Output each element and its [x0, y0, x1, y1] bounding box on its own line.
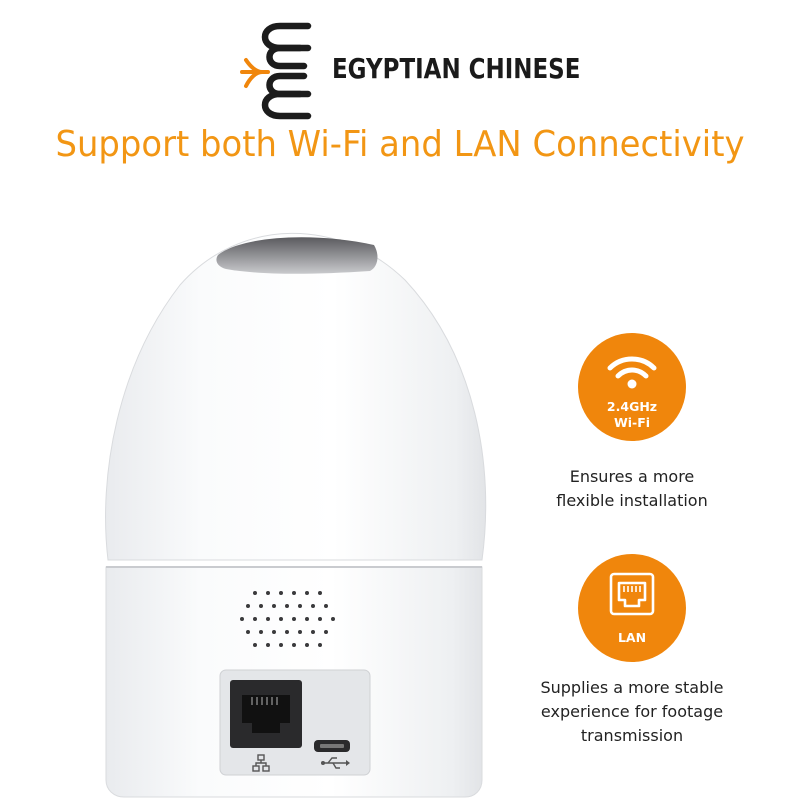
lan-description: Supplies a more stable experience for fo… [502, 676, 762, 748]
wifi-badge-line-2: Wi-Fi [613, 415, 651, 430]
lan-badge-label: LAN [617, 630, 647, 645]
lan-badge: LAN [578, 554, 686, 662]
usb-icon [321, 757, 350, 769]
wifi-badge-line-1: 2.4GHz [606, 399, 658, 414]
speaker-grille [240, 591, 335, 647]
brand-logo [240, 22, 312, 120]
lan-description-line-2: experience for footage [540, 702, 724, 721]
ethernet-port-icon [609, 572, 655, 616]
brand-name: EGYPTIAN CHINESE [332, 52, 581, 85]
wifi-description-line-1: Ensures a more [569, 467, 695, 486]
wifi-description-line-2: flexible installation [556, 491, 708, 510]
lan-description-line-3: transmission [580, 726, 684, 745]
page-headline: Support both Wi-Fi and LAN Connectivity [55, 124, 745, 165]
network-icon [252, 754, 270, 772]
camera-illustration [105, 232, 487, 798]
wifi-badge: 2.4GHz Wi-Fi [578, 333, 686, 441]
wifi-description: Ensures a more flexible installation [502, 465, 762, 513]
wifi-icon [607, 356, 657, 389]
lan-description-line-1: Supplies a more stable [540, 678, 724, 697]
